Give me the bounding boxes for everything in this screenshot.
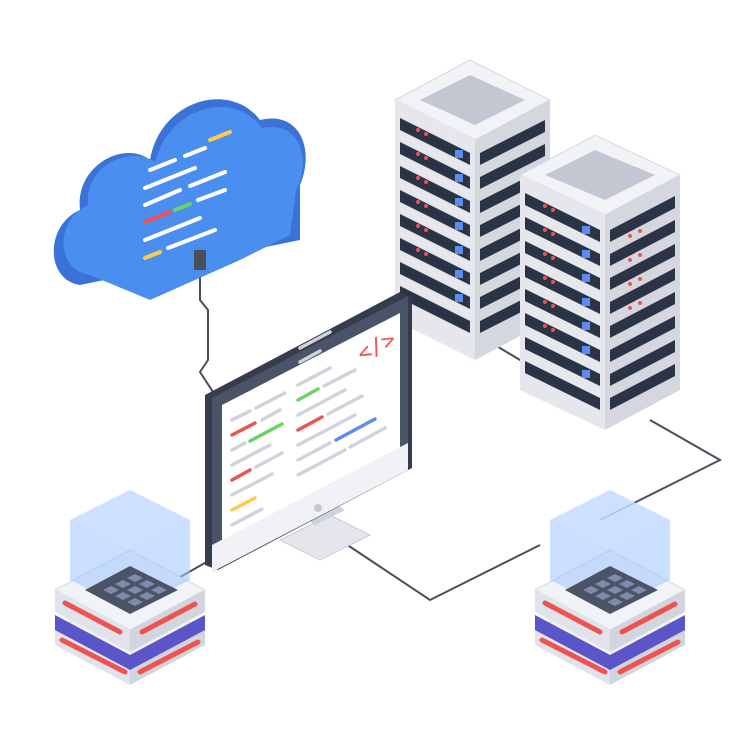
cloud-to-monitor-cable	[198, 265, 216, 396]
server-slots-right	[610, 196, 675, 410]
cloud-plug-icon	[194, 250, 206, 270]
monitor-to-right-chip-cable	[339, 539, 541, 602]
monitor-icon: </>	[205, 292, 412, 572]
server-leds	[543, 204, 642, 378]
server-rack-icon	[518, 134, 682, 430]
chip-grid	[103, 574, 167, 606]
database-chip-icon	[53, 490, 207, 685]
monitor-code-lines	[230, 330, 387, 527]
database-chip-icon	[533, 490, 687, 685]
cloud-code-lines	[143, 130, 232, 260]
cloud-icon	[53, 99, 306, 301]
server-leds	[416, 128, 463, 302]
server-to-chip-cable	[599, 419, 723, 521]
chip-grid	[583, 574, 647, 606]
